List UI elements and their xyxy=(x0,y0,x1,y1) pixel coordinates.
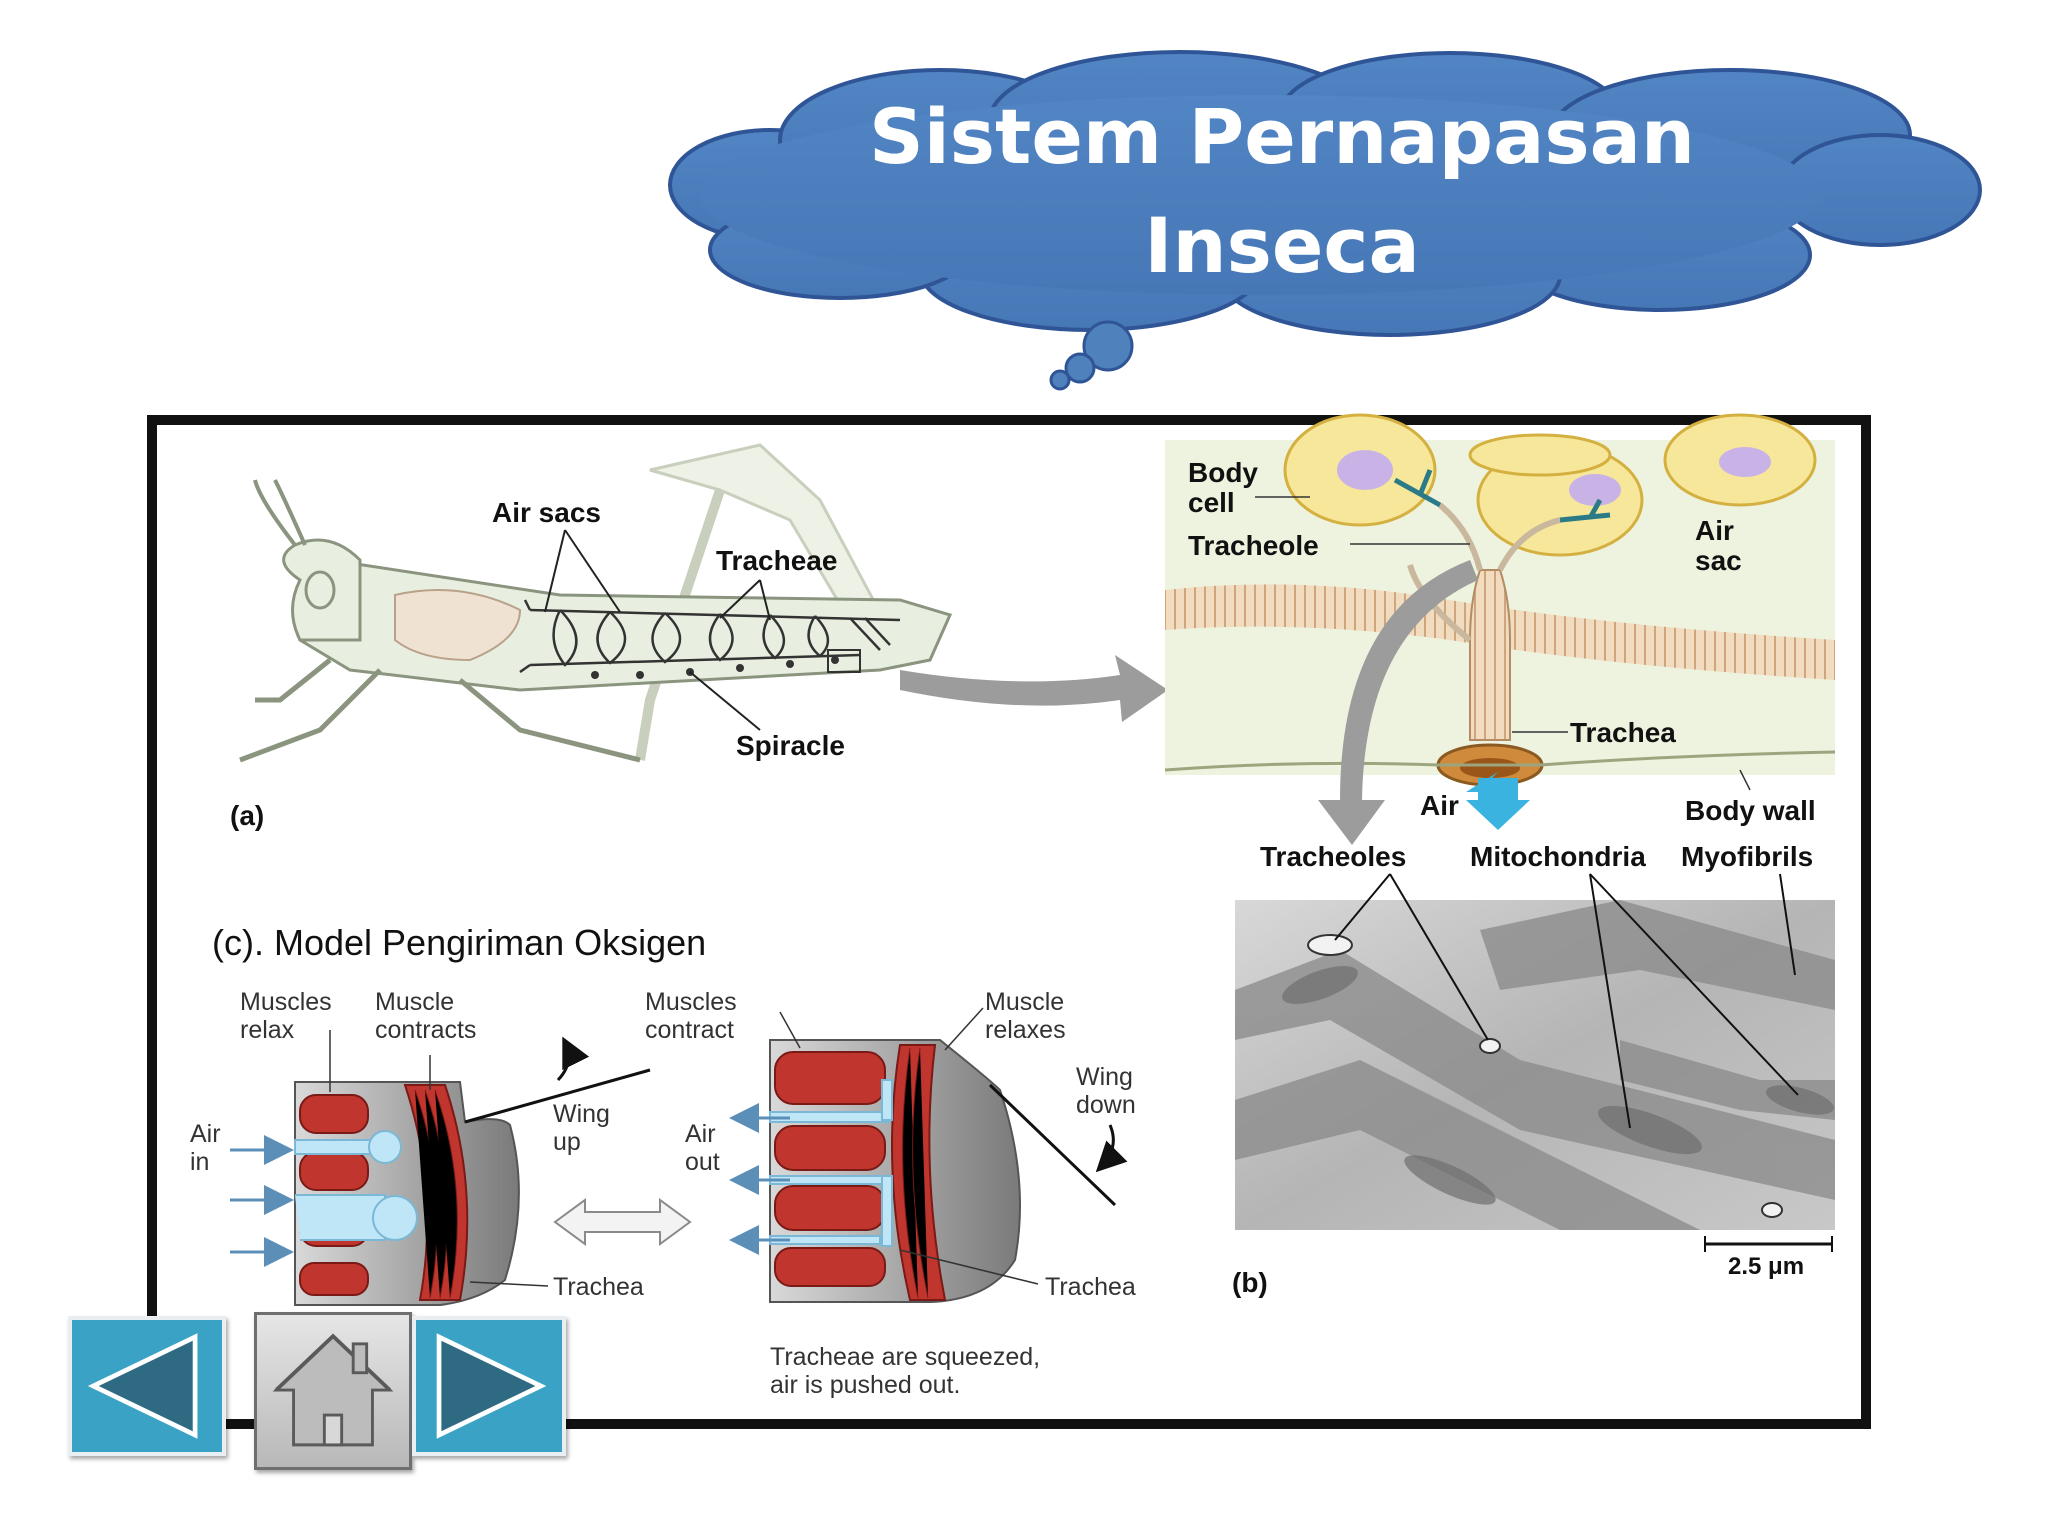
title-cloud: Sistem Pernapasan Inseca xyxy=(668,50,1982,391)
label-trachea-right: Trachea xyxy=(1045,1273,1136,1301)
label-myofibrils: Myofibrils xyxy=(1681,841,1813,872)
next-button[interactable] xyxy=(412,1316,566,1456)
label-spiracle: Spiracle xyxy=(736,730,845,761)
panel-c-title: (c). Model Pengiriman Oksigen xyxy=(212,922,706,963)
house-icon xyxy=(272,1333,394,1447)
air-flow-arrow xyxy=(1466,778,1530,830)
caption-squeezed-1: Tracheae are squeezed, xyxy=(770,1343,1040,1371)
model-wing-down: Muscles contract Muscle relaxes Wing dow… xyxy=(645,988,1136,1399)
label-panel-b: (b) xyxy=(1232,1267,1268,1298)
panel-b-micrograph: Tracheoles Mitochondria Myofibrils xyxy=(1232,841,1835,1298)
label-trachea-detail: Trachea xyxy=(1570,717,1676,748)
title-line-1: Sistem Pernapasan xyxy=(869,92,1695,181)
title-line-2: Inseca xyxy=(1144,201,1420,290)
home-button[interactable] xyxy=(254,1312,412,1470)
magnify-arrow xyxy=(900,655,1168,722)
label-muscle-relaxes-1: Muscle xyxy=(985,988,1064,1016)
label-air-in-1: Air xyxy=(190,1120,221,1148)
label-air-sac-2: sac xyxy=(1695,545,1742,576)
triangle-right-icon xyxy=(436,1333,547,1439)
label-scale: 2.5 μm xyxy=(1728,1253,1804,1280)
label-air-sacs: Air sacs xyxy=(492,497,601,528)
label-air-in-2: in xyxy=(190,1148,209,1176)
label-mitochondria: Mitochondria xyxy=(1470,841,1646,872)
label-wing-down-2: down xyxy=(1076,1091,1136,1119)
cloud-bubble-large xyxy=(1082,320,1134,372)
panel-a-grasshopper: Air sacs Tracheae Spiracle (a) xyxy=(230,443,1168,831)
label-body-wall: Body wall xyxy=(1685,795,1816,826)
zoom-arrow xyxy=(1318,560,1478,845)
label-wing-up-1: Wing xyxy=(553,1100,610,1128)
label-tracheae: Tracheae xyxy=(716,545,837,576)
panel-c-model: (c). Model Pengiriman Oksigen xyxy=(190,922,1136,1399)
label-wing-up-2: up xyxy=(553,1128,581,1156)
cloud-bubble-medium xyxy=(1064,352,1096,384)
label-muscles-relax-1: Muscles xyxy=(240,988,332,1016)
label-air: Air xyxy=(1420,790,1459,821)
grasshopper-head xyxy=(282,538,362,642)
label-muscles-relax-2: relax xyxy=(240,1016,295,1044)
label-muscle-relaxes-2: relaxes xyxy=(985,1016,1066,1044)
caption-squeezed-2: air is pushed out. xyxy=(770,1371,960,1399)
label-muscle-contracts-1: Muscle xyxy=(375,988,454,1016)
label-air-sac-1: Air xyxy=(1695,515,1734,546)
label-tracheoles: Tracheoles xyxy=(1260,841,1406,872)
back-button[interactable] xyxy=(68,1316,226,1456)
label-tracheole: Tracheole xyxy=(1188,530,1319,561)
label-body-cell-2: cell xyxy=(1188,487,1235,518)
label-air-out-2: out xyxy=(685,1148,720,1176)
label-wing-down-1: Wing xyxy=(1076,1063,1133,1091)
label-panel-a: (a) xyxy=(230,800,264,831)
cloud-bubble-small xyxy=(1049,369,1071,391)
double-arrow xyxy=(553,1198,692,1246)
triangle-left-icon xyxy=(87,1333,198,1439)
label-muscle-contracts-2: contracts xyxy=(375,1016,476,1044)
label-muscles-contract-1: Muscles xyxy=(645,988,737,1016)
label-trachea-left: Trachea xyxy=(553,1273,644,1301)
label-body-cell-1: Body xyxy=(1188,457,1258,488)
label-muscles-contract-2: contract xyxy=(645,1016,734,1044)
model-wing-up: Muscles relax Muscle contracts Wing up A… xyxy=(190,988,651,1306)
label-air-out-1: Air xyxy=(685,1120,716,1148)
panel-tracheole-detail: Body cell Tracheole Air sac Trachea Air … xyxy=(1164,413,1836,845)
